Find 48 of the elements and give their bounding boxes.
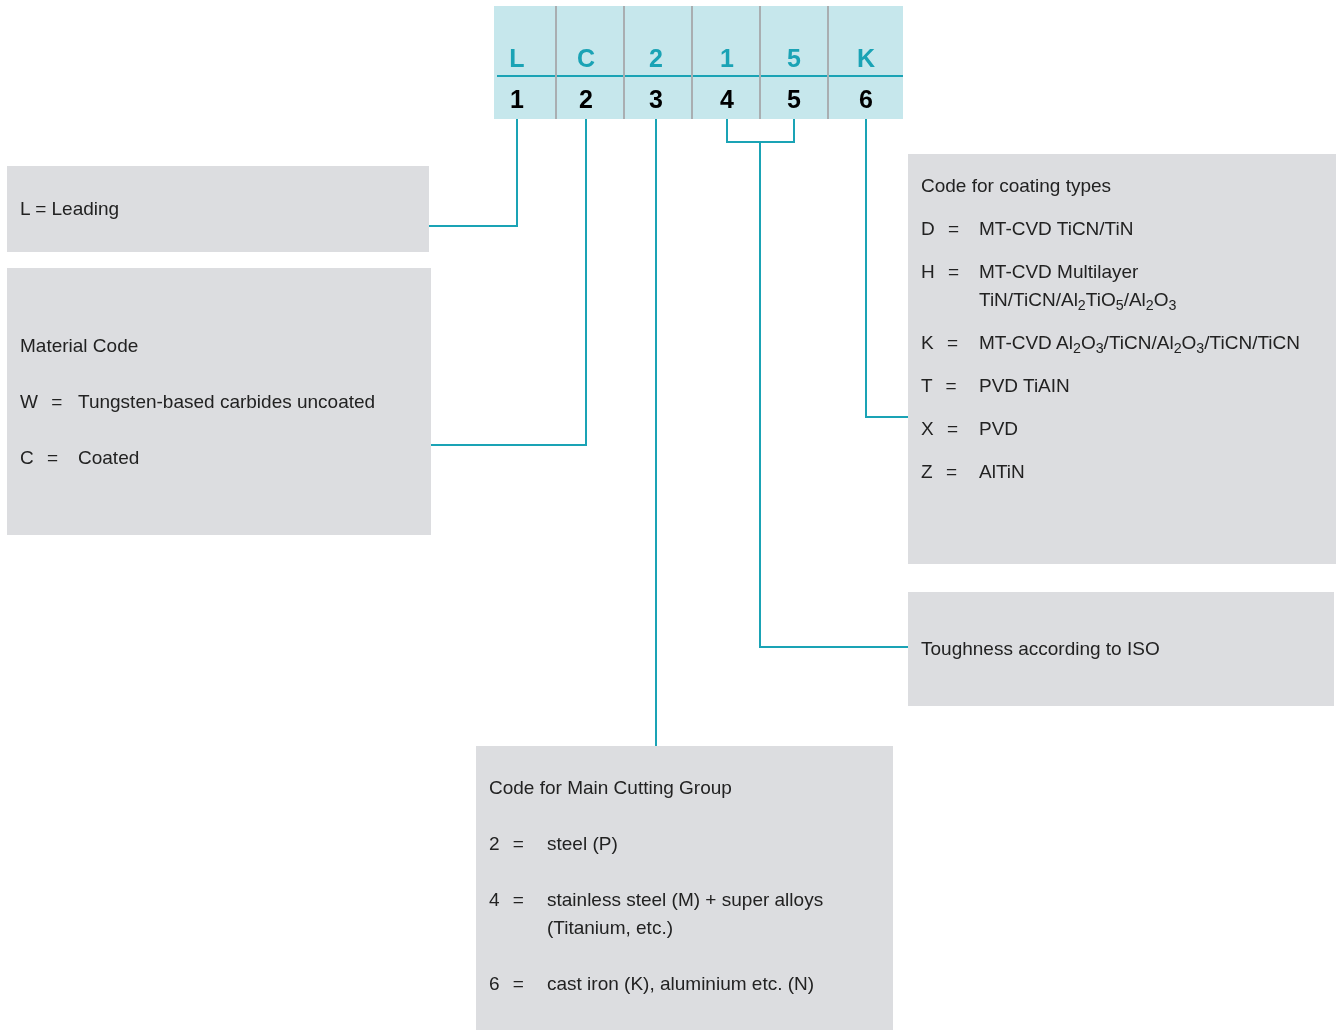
code-key: X =: [921, 415, 979, 443]
code-meaning: PVD TiAIN: [979, 374, 1071, 398]
code-meaning: MT-CVD Multilayer TiN/TiCN/Al$_{2}$TiO$_{5}$/Al$_{2}$O$_{3}$: [979, 260, 1178, 314]
position-number: 5: [787, 85, 801, 113]
code-meaning: Coated: [78, 445, 141, 470]
connector-line: [430, 118, 587, 446]
code-key: K =: [921, 329, 979, 357]
code-key: T =: [921, 372, 979, 400]
code-meaning: PVD: [979, 417, 1020, 441]
code-letter: 1: [720, 44, 734, 72]
position-number: 6: [859, 85, 873, 113]
code-meaning: Tungsten-based carbides uncoated: [78, 389, 377, 414]
connector-line: [655, 118, 657, 747]
code-key: 2 =: [489, 830, 547, 858]
code-key: Z =: [921, 458, 979, 486]
code-letter: K: [856, 44, 876, 72]
box-heading: L = Leading: [20, 197, 121, 221]
code-meaning: cast iron (K), aluminium etc. (N): [547, 972, 816, 996]
position-number: 3: [649, 85, 663, 113]
code-meaning: steel (P): [547, 832, 619, 856]
code-key: 6 =: [489, 970, 547, 998]
description-box: [7, 268, 431, 535]
code-key: H =: [921, 258, 979, 314]
code-meaning: MT-CVD Al$_{2}$O$_{3}$/TiCN/Al$_{2}$O$_{3}$/TiCN/TiCN: [979, 331, 1301, 357]
description-box: [908, 154, 1336, 564]
code-key: W =: [20, 387, 78, 416]
connector-line: [428, 118, 518, 227]
code-key: 4 =: [489, 886, 547, 942]
code-key: D =: [921, 215, 979, 243]
position-number: 4: [720, 85, 734, 113]
code-key: C =: [20, 443, 78, 472]
code-letter: L: [509, 44, 525, 72]
box-heading: Material Code: [20, 333, 140, 358]
position-number: 2: [579, 85, 593, 113]
description-box: [476, 746, 893, 1030]
box-heading: Code for coating types: [921, 174, 1113, 198]
code-letter: 5: [787, 44, 801, 72]
description-box: [908, 592, 1334, 706]
code-meaning: AlTiN: [979, 460, 1026, 484]
connector-line: [865, 118, 909, 418]
box-heading: Toughness according to ISO: [921, 637, 1161, 661]
code-letter: 2: [649, 44, 663, 72]
position-number: 1: [510, 85, 524, 113]
code-meaning: MT-CVD TiCN/TiN: [979, 217, 1135, 241]
description-box: [7, 166, 429, 252]
code-letter: C: [576, 44, 596, 72]
box-heading: Code for Main Cutting Group: [489, 776, 733, 800]
code-meaning: stainless steel (M) + super alloys (Titanium, etc.): [547, 888, 825, 940]
